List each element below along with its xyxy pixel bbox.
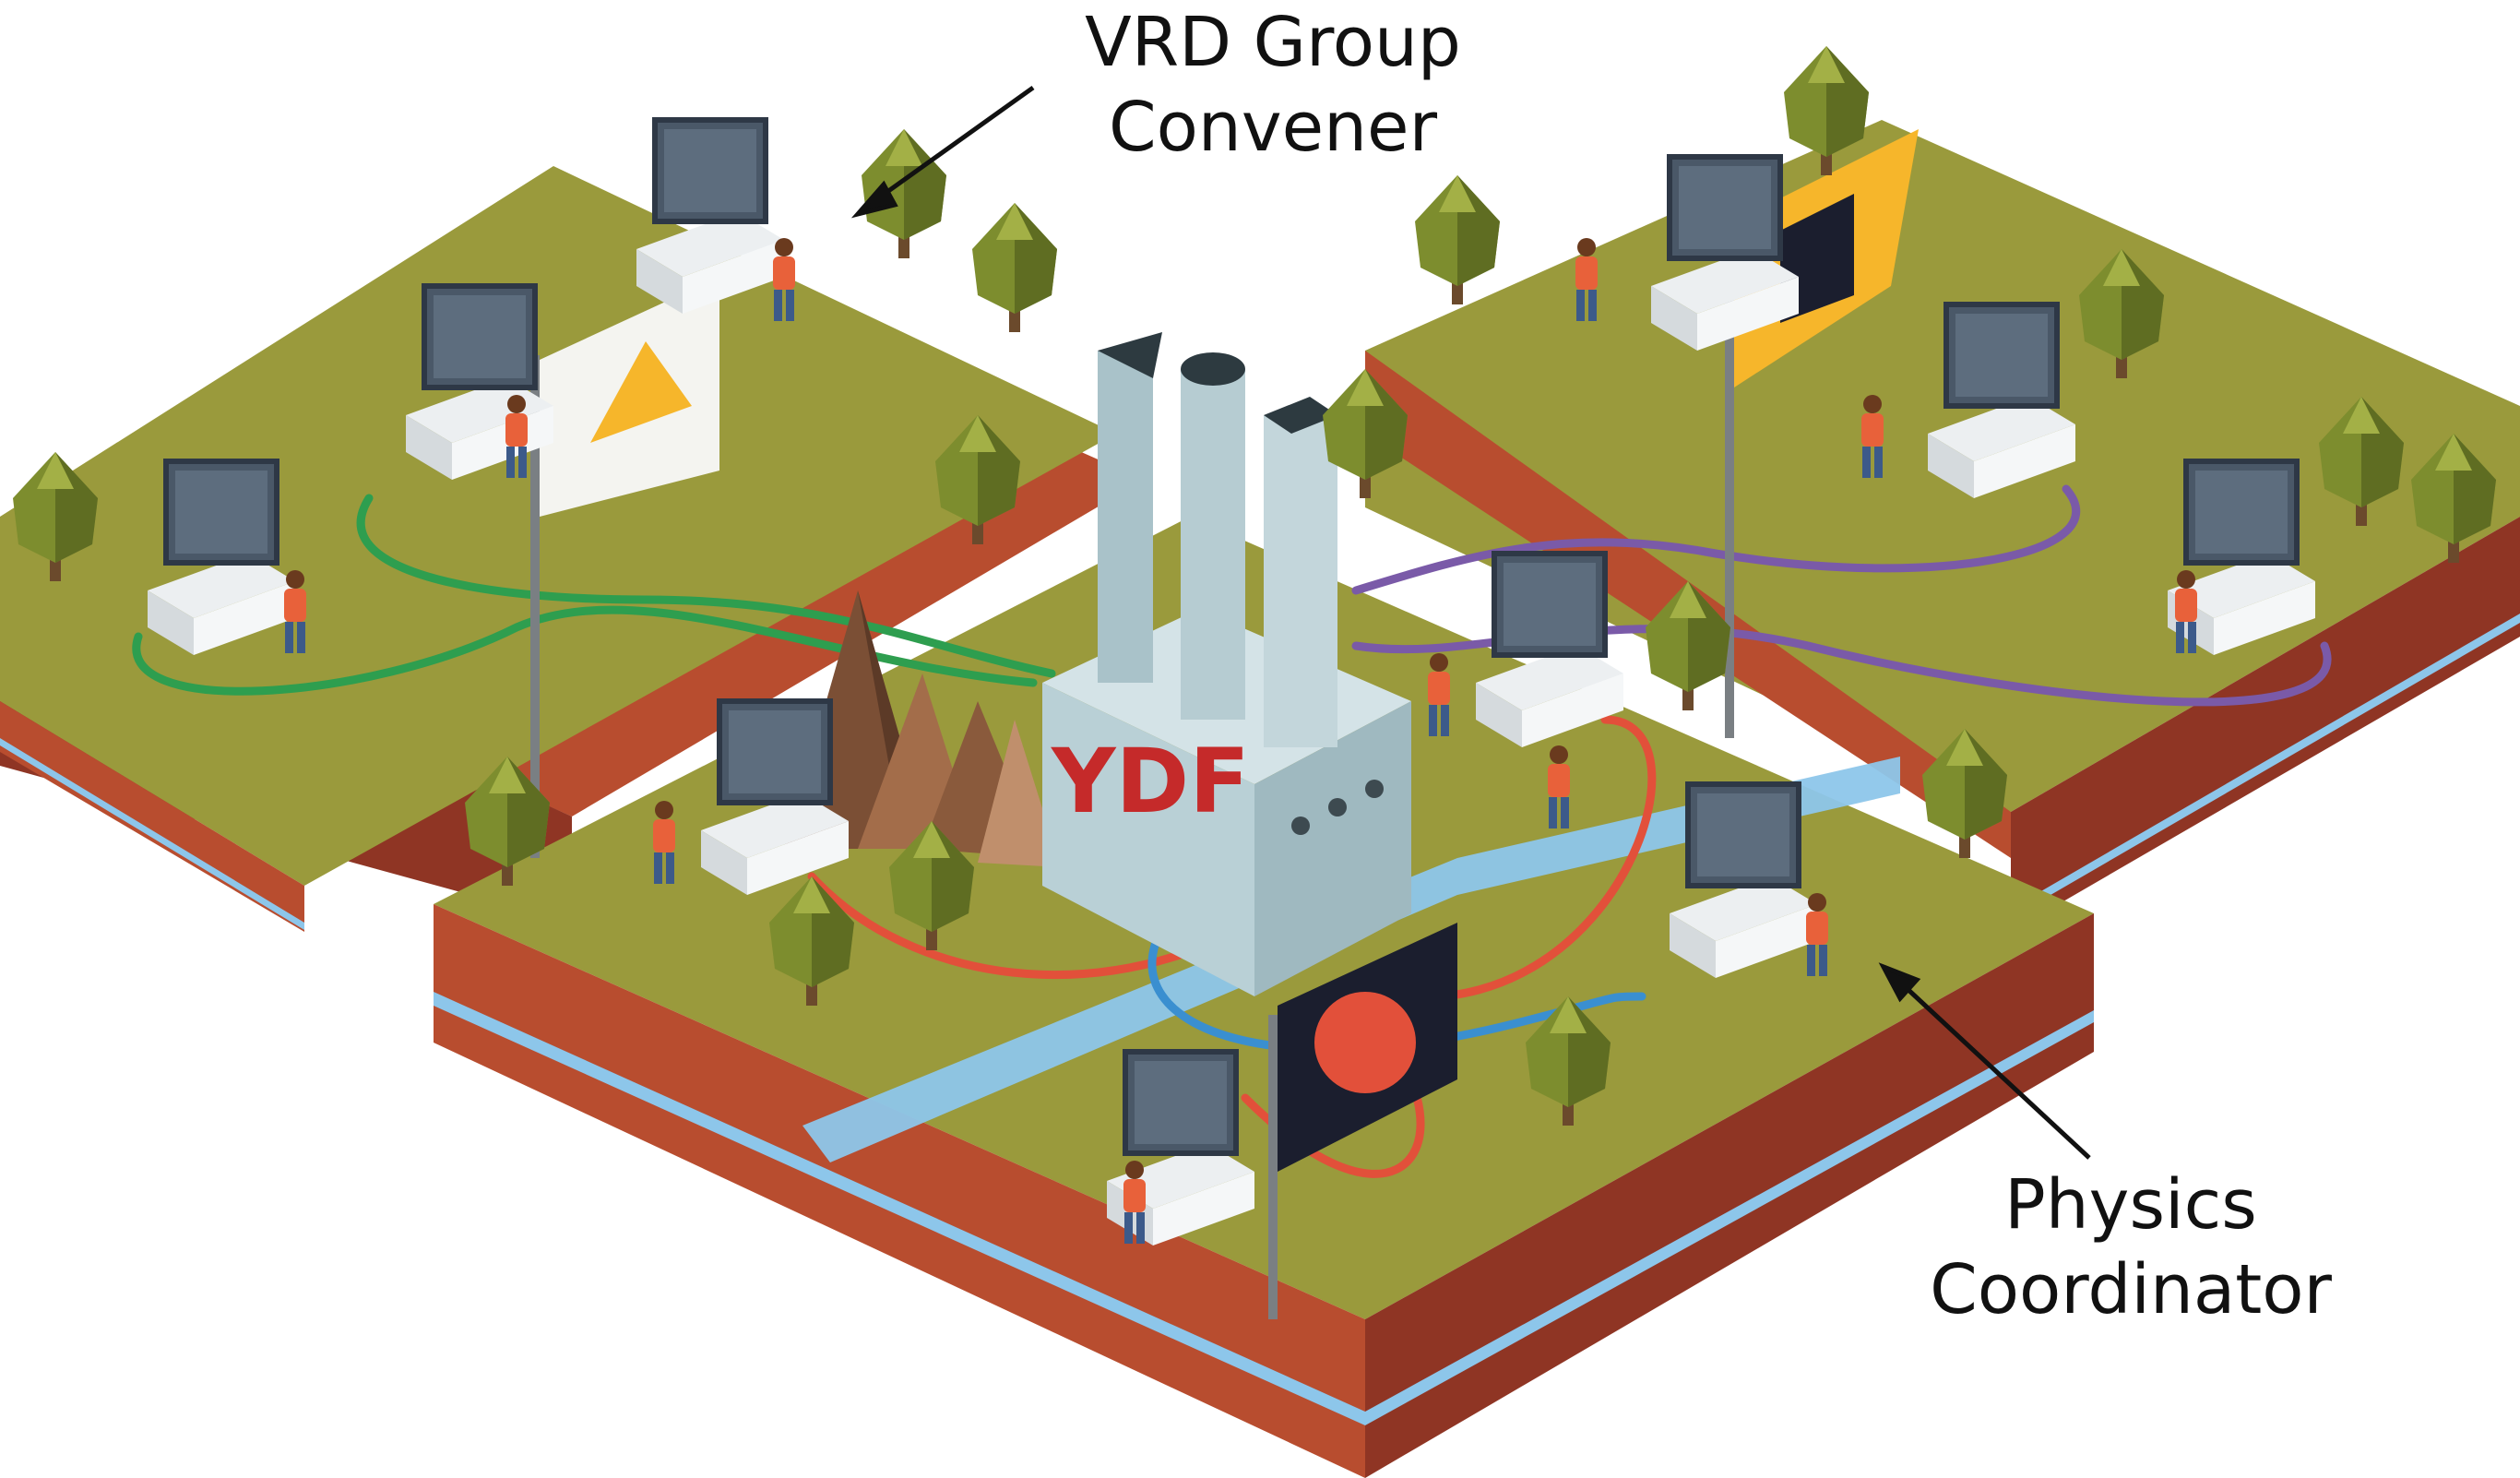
coordinator-label-line2: Coordinator — [1930, 1250, 2332, 1329]
arrow-icon — [850, 85, 1035, 219]
building-label: YDF — [1051, 730, 1250, 833]
convener-label-line1: VRD Group — [1085, 3, 1461, 82]
flag-icon — [1268, 923, 1457, 1319]
convener-label: VRD Group Convener — [1033, 0, 1513, 170]
coordinator-label: Physics Coordinator — [1872, 1162, 2389, 1332]
building-icon: YDF — [1042, 332, 1411, 996]
arrow-icon — [1878, 962, 2091, 1160]
convener-label-line2: Convener — [1108, 88, 1438, 167]
left-platform — [0, 166, 1144, 932]
coordinator-label-line1: Physics — [2004, 1165, 2257, 1245]
